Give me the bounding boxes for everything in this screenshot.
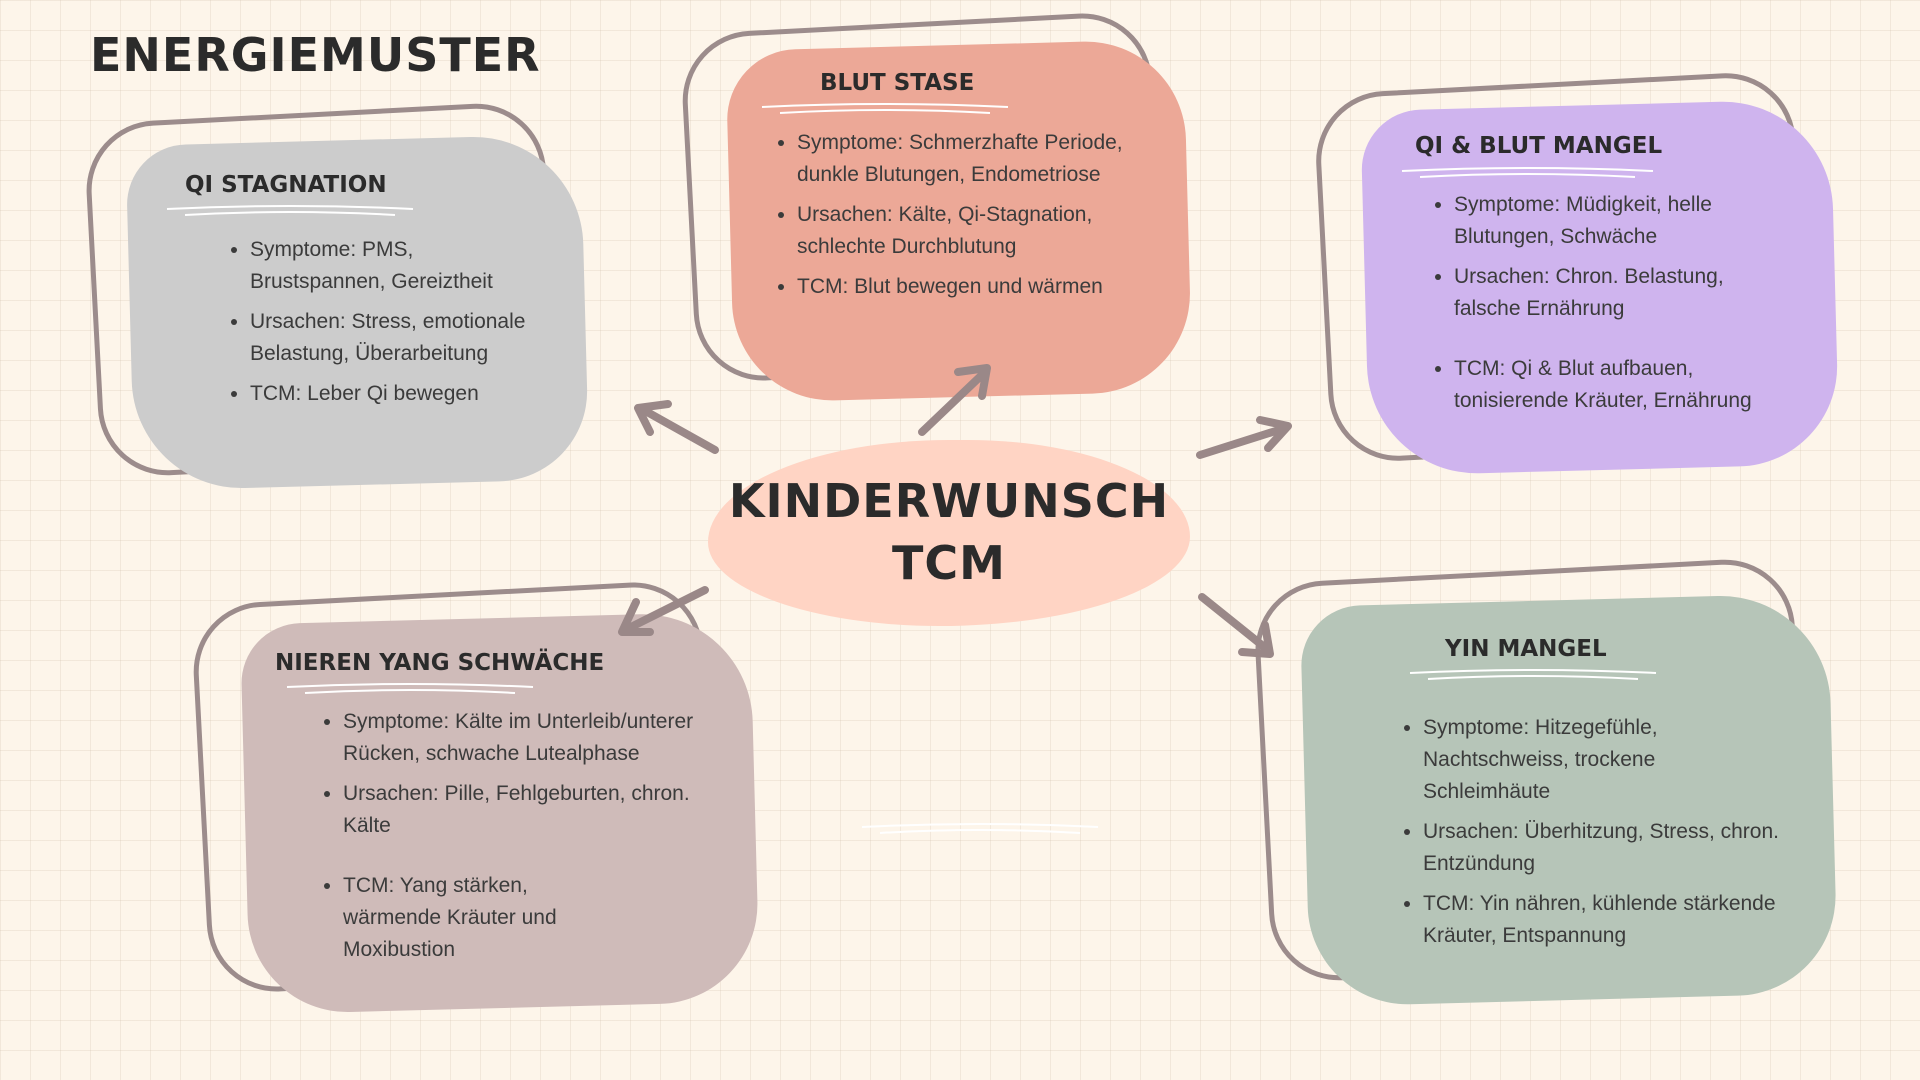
title-underline — [761, 103, 1009, 114]
title-underline — [1401, 167, 1654, 178]
arrow-to-qi-stagnation-icon — [634, 400, 719, 454]
list-item: Ursachen: Überhitzung, Stress, chron. En… — [1423, 816, 1783, 880]
title-underline — [166, 205, 414, 216]
list-item: Ursachen: Chron. Belastung, falsche Ernä… — [1454, 261, 1754, 325]
center-title-line-1: KINDERWUNSCH — [728, 474, 1170, 528]
title-underline — [1409, 669, 1657, 680]
card-list-blut-stase: Symptome: Schmerzhafte Periode, dunkle B… — [773, 127, 1177, 311]
card-list-nieren-yang: Symptome: Kälte im Unterleib/unterer Rüc… — [319, 706, 743, 974]
card-list-qi-blut-mangel: Symptome: Müdigkeit, helle Blutungen, Sc… — [1430, 189, 1754, 425]
list-item: Ursachen: Kälte, Qi-Stagnation, schlecht… — [797, 199, 1177, 263]
card-title-blut-stase: BLUT STASE — [820, 70, 975, 96]
page-title: ENERGIEMUSTER — [90, 28, 541, 82]
list-item: Ursachen: Pille, Fehlgeburten, chron. Kä… — [343, 778, 743, 842]
list-item: TCM: Blut bewegen und wärmen — [797, 271, 1177, 303]
card-title-qi-blut-mangel: QI & BLUT MANGEL — [1415, 133, 1663, 159]
list-item: TCM: Yang stärken, wärmende Kräuter und … — [343, 870, 593, 966]
list-item: Symptome: Müdigkeit, helle Blutungen, Sc… — [1454, 189, 1754, 253]
title-underline — [286, 683, 534, 694]
arrow-to-qi-blut-mangel-icon — [1196, 416, 1292, 459]
list-item: TCM: Yin nähren, kühlende stärkende Kräu… — [1423, 888, 1783, 952]
card-title-yin-mangel: YIN MANGEL — [1445, 636, 1607, 662]
list-item: TCM: Qi & Blut aufbauen, tonisierende Kr… — [1454, 353, 1754, 417]
card-list-qi-stagnation: Symptome: PMS, Brustspannen, Gereiztheit… — [226, 234, 550, 418]
center-blob — [708, 440, 1190, 626]
card-list-yin-mangel: Symptome: Hitzegefühle, Nachtschweiss, t… — [1399, 712, 1783, 960]
card-title-nieren-yang: NIEREN YANG SCHWÄCHE — [275, 650, 605, 676]
list-item: TCM: Leber Qi bewegen — [250, 378, 550, 410]
decorative-line — [861, 823, 1099, 834]
card-title-qi-stagnation: QI STAGNATION — [185, 172, 387, 198]
list-item: Symptome: Hitzegefühle, Nachtschweiss, t… — [1423, 712, 1783, 808]
center-title-line-2: TCM — [892, 536, 1006, 590]
list-item: Symptome: PMS, Brustspannen, Gereiztheit — [250, 234, 550, 298]
list-item: Symptome: Kälte im Unterleib/unterer Rüc… — [343, 706, 743, 770]
list-item: Symptome: Schmerzhafte Periode, dunkle B… — [797, 127, 1177, 191]
list-item: Ursachen: Stress, emotionale Belastung, … — [250, 306, 550, 370]
center-title: KINDERWUNSCH TCM — [708, 470, 1190, 594]
